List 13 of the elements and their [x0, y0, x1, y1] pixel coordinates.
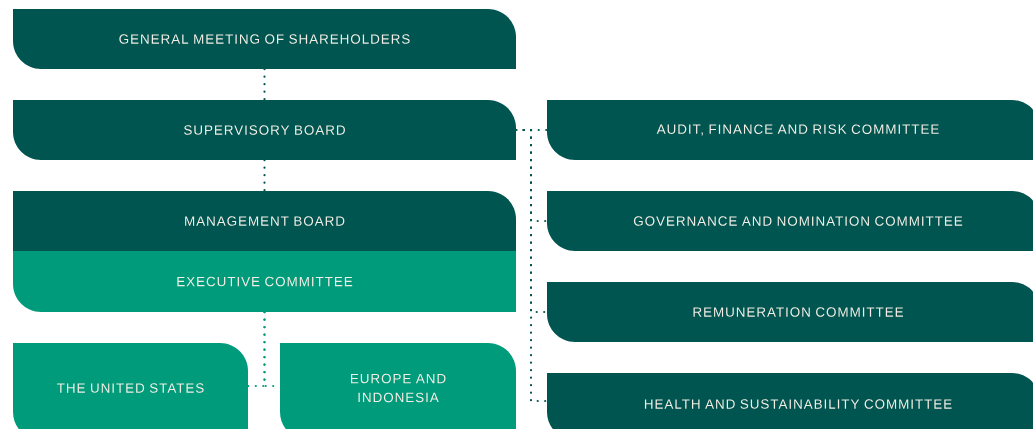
org-box: EUROPE AND INDONESIA — [280, 343, 516, 429]
dotted-connector — [515, 128, 548, 403]
org-box: MANAGEMENT BOARD — [13, 191, 516, 251]
org-box: EXECUTIVE COMMITTEE — [13, 251, 516, 312]
org-box: GOVERNANCE AND NOMINATION COMMITTEE — [547, 191, 1033, 251]
org-box: HEALTH AND SUSTAINABILITY COMMITTEE — [547, 373, 1033, 429]
dotted-connector — [263, 68, 266, 101]
org-box: SUPERVISORY BOARD — [13, 100, 516, 160]
org-box: GENERAL MEETING OF SHAREHOLDERS — [13, 9, 516, 69]
org-box: THE UNITED STATES — [13, 343, 248, 429]
org-box: REMUNERATION COMMITTEE — [547, 282, 1033, 342]
org-box: AUDIT, FINANCE AND RISK COMMITTEE — [547, 100, 1033, 160]
dotted-connector — [263, 159, 266, 192]
